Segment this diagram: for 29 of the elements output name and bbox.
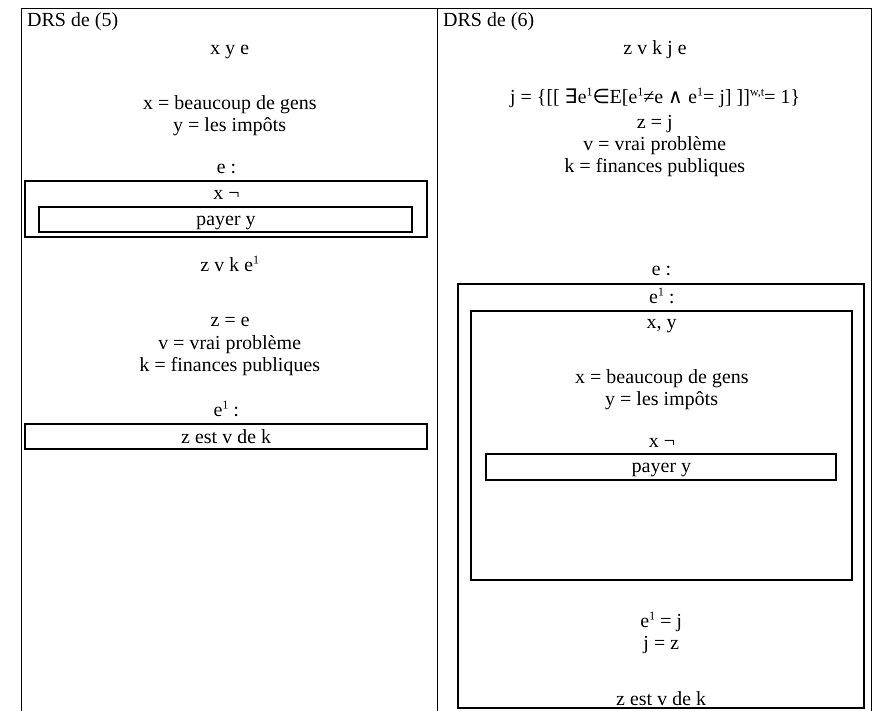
drs-condition: y = les impôts [173,114,286,137]
drs-condition: v = vrai problème [158,331,302,355]
drs-condition: e : [651,257,672,281]
drs-condition: x = beaucoup de gens [574,365,749,389]
drs-condition: x ¬ [648,429,676,453]
drs-condition: z v k j e [622,36,687,60]
drs-condition: v = vrai problème [583,132,726,156]
drs-condition: payer y [631,454,692,478]
drs-condition: z = e [210,308,250,332]
drs-condition: e$^{1}$ : [213,398,240,422]
drs-condition: z = j [636,110,673,134]
drs-condition: j = z [643,632,680,655]
drs-condition: z est v de k [616,687,706,711]
drs-condition: e : [216,155,236,179]
drs-condition: z v k e$^{1}$ [200,253,260,277]
drs-condition: x y e [210,36,250,60]
drs-condition: k = finances publiques [564,154,746,178]
drs-condition: x = beaucoup de gens [142,91,317,115]
drs-condition: x ¬ [212,181,240,205]
drs-condition: j = {[[ ∃e$^{1}$∈E[e$^{1}$≠e ∧ e$^{1}$= j] ]]$^{w,t}$= 1} [509,85,800,109]
drs-condition: e$^{1}$ : [648,285,675,309]
drs-condition: k = finances publiques [139,354,320,377]
cell-heading: DRS de (6) [443,8,534,32]
cell-heading: DRS de (5) [27,8,118,32]
drs-condition: e$^{1}$ = j [640,609,682,633]
drs-condition: y = les impôts [605,388,718,411]
drs-condition: x, y [646,310,676,334]
drs-condition: z est v de k [181,425,271,449]
drs-condition: payer y [196,207,256,231]
